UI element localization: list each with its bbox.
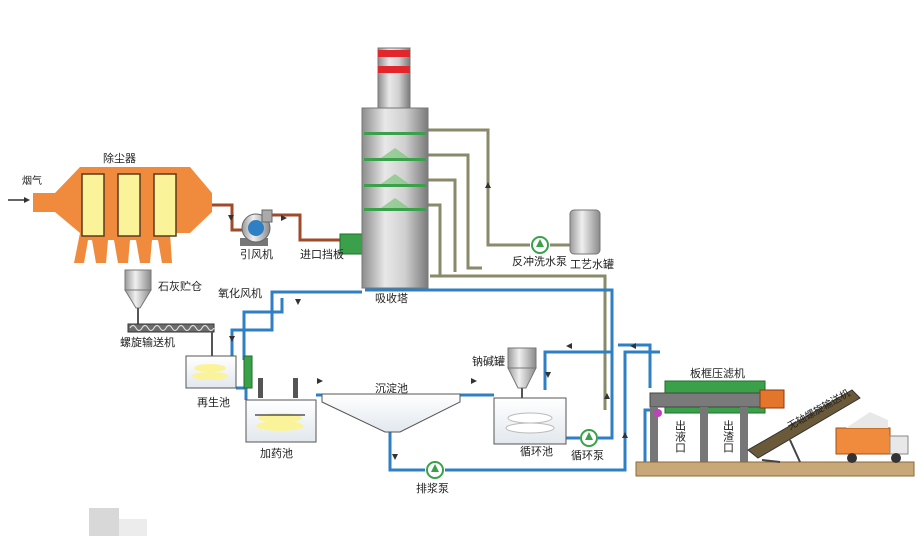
filter-bag (81, 173, 105, 237)
chimney-stripe (378, 50, 410, 57)
gray-block (89, 508, 119, 536)
soda-tank (507, 347, 537, 402)
spray-layers (364, 132, 426, 211)
regeneration-tank (185, 355, 253, 389)
label-oxidation-fan: 氧化风机 (218, 286, 262, 300)
gray-block-light (119, 519, 147, 536)
label-circulation-tank: 循环池 (520, 445, 553, 458)
pump-icon (536, 239, 544, 247)
filter-bag (153, 173, 177, 237)
label-filter-press: 板框压滤机 (690, 366, 745, 380)
pump-icon (585, 432, 593, 440)
process-water-tank (569, 209, 601, 255)
label-inlet-baffle: 进口挡板 (300, 247, 344, 261)
label-process-water-tank: 工艺水罐 (570, 258, 614, 271)
circulation-pump (580, 429, 598, 447)
fan-icon (248, 220, 264, 236)
screw-conveyor (127, 323, 215, 356)
label-flue-gas: 烟气 (22, 174, 42, 187)
filter-bag (117, 173, 141, 237)
flow-arrows (8, 182, 636, 460)
label-induced-fan: 引风机 (240, 247, 273, 261)
dust-collector (33, 167, 212, 263)
label-dosing-tank: 加药池 (260, 447, 293, 460)
circulation-tank (493, 397, 567, 445)
label-sedimentation-tank: 沉淀池 (375, 381, 408, 395)
lime-silo (124, 269, 152, 325)
label-backwash-pump: 反冲洗水泵 (512, 254, 567, 268)
label-belt-conveyor: 无轴螺旋输送机 (785, 386, 852, 432)
label-regeneration-tank: 再生池 (197, 395, 230, 409)
absorption-tower (361, 47, 429, 289)
label-screw-conveyor: 螺旋输送机 (120, 335, 175, 349)
label-absorption-tower: 吸收塔 (375, 291, 408, 305)
label-circulation-pump: 循环泵 (571, 449, 604, 462)
ground-platform (635, 461, 915, 477)
slurry-pump (426, 461, 444, 479)
induced-fan (240, 209, 273, 246)
belt-conveyor (747, 389, 861, 463)
dosing-tank (245, 378, 317, 443)
label-slurry-pump: 排浆泵 (416, 481, 449, 495)
label-liquid-outlet: 出液口 (674, 419, 687, 453)
label-soda-tank: 钠碱罐 (472, 354, 505, 368)
label-residue-outlet: 出渣口 (722, 419, 735, 453)
sedimentation-tank (321, 393, 461, 433)
label-lime-silo: 石灰贮仓 (158, 279, 202, 293)
label-dust-collector: 除尘器 (103, 151, 136, 165)
pipes (212, 128, 660, 472)
chimney-stripe (378, 66, 410, 73)
truck (835, 412, 909, 463)
pump-icon (431, 464, 439, 472)
filter-press (649, 380, 785, 462)
backwash-pump (531, 236, 549, 254)
